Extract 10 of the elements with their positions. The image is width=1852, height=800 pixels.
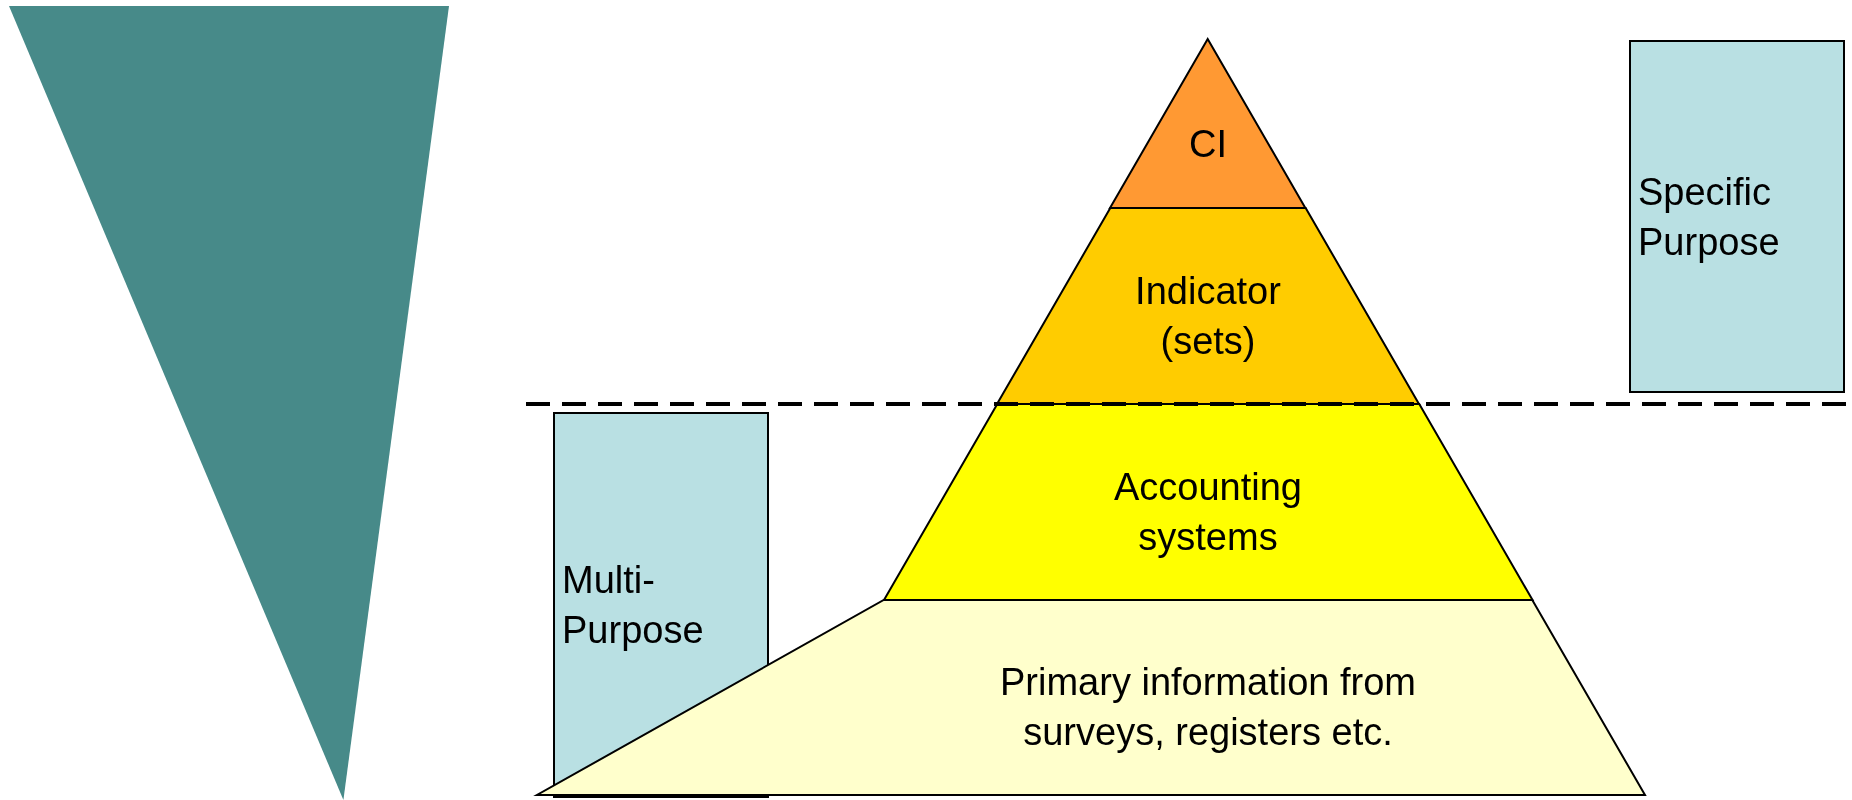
purpose-box — [1630, 41, 1844, 392]
box-label: Multi- Purpose — [562, 558, 705, 653]
layer-label: Primary information from surveys, registers etc. — [999, 660, 1417, 756]
pyramid-layer — [997, 208, 1419, 404]
pyramid-layer — [883, 404, 1533, 600]
box-label: Specific Purpose — [1638, 169, 1781, 265]
layer-label: CI — [1188, 121, 1228, 167]
layer-label: Indicator (sets) — [1134, 268, 1282, 364]
inverted-triangle — [9, 6, 449, 800]
layer-label: Accounting systems — [1112, 464, 1303, 560]
